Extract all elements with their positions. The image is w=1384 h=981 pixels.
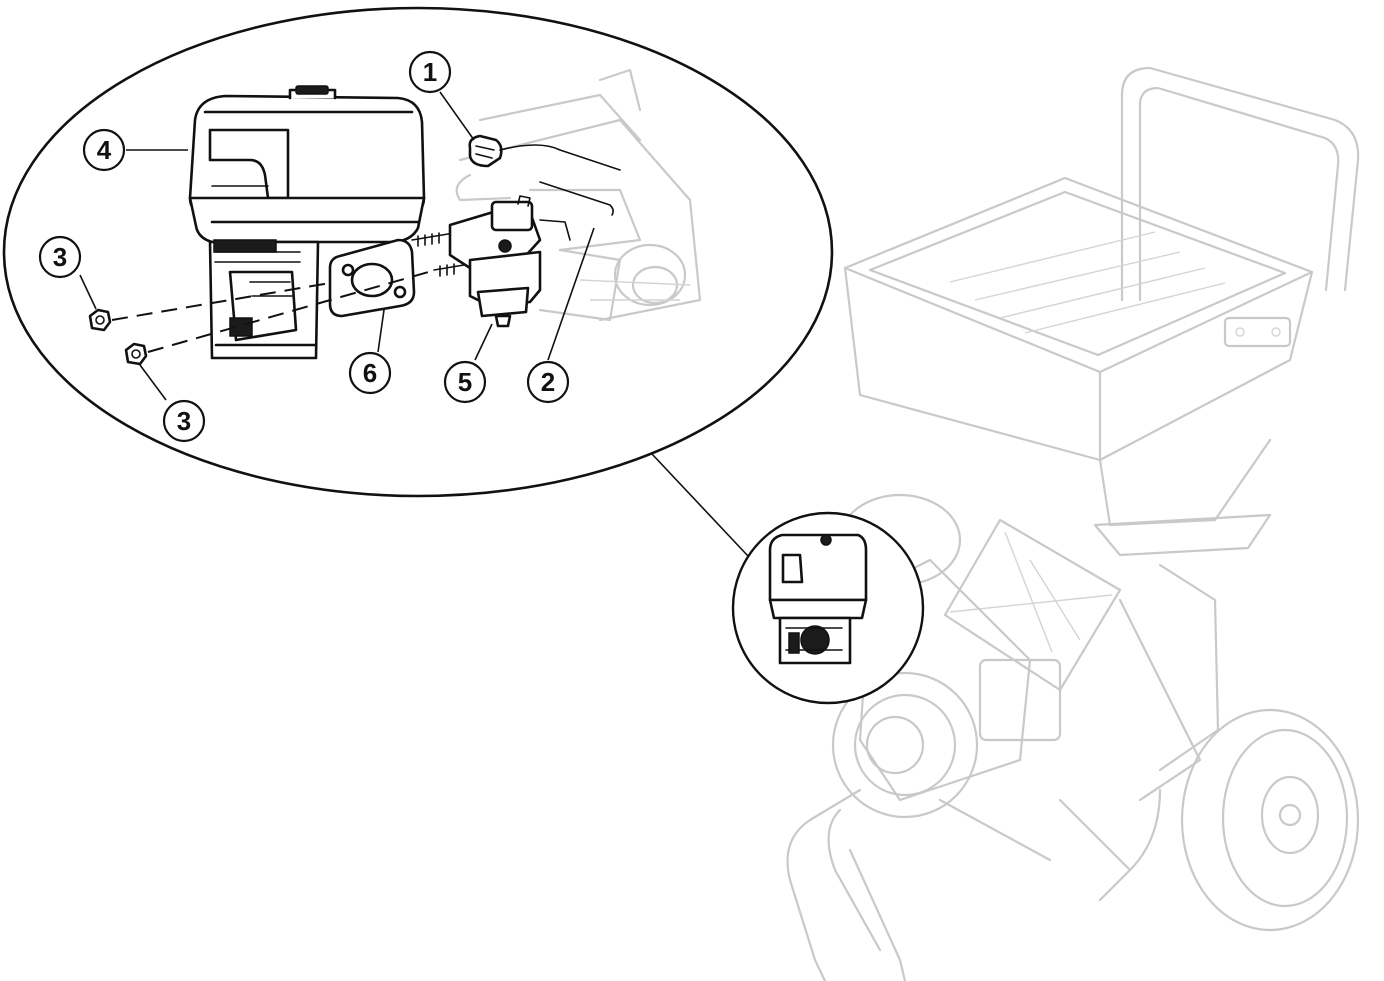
leader-6 <box>377 309 385 353</box>
leader-2 <box>547 227 595 361</box>
svg-text:3: 3 <box>53 242 67 272</box>
fuel-line <box>499 144 621 216</box>
callout-3-lower: 3 <box>162 399 206 443</box>
leader-5 <box>474 323 493 361</box>
callout-5: 5 <box>443 360 487 404</box>
svg-text:4: 4 <box>97 135 112 165</box>
flange-nut-lower <box>124 342 148 366</box>
leader-1 <box>439 91 475 141</box>
flange-nut-upper <box>88 308 112 332</box>
exploded-view-ellipse: 1 2 3 3 4 5 6 <box>2 6 834 498</box>
svg-text:3: 3 <box>177 406 191 436</box>
callout-4: 4 <box>82 128 126 172</box>
engine-ghost-outline <box>455 68 702 322</box>
callout-6: 6 <box>348 351 392 395</box>
svg-text:2: 2 <box>541 367 555 397</box>
assembly-line-upper <box>111 282 331 321</box>
carburetor <box>448 195 571 328</box>
hose-clamp <box>468 134 503 168</box>
air-filter-base <box>208 239 320 360</box>
svg-text:6: 6 <box>363 358 377 388</box>
svg-text:5: 5 <box>458 367 472 397</box>
locator-circle <box>731 511 925 705</box>
callout-1: 1 <box>408 50 452 94</box>
air-filter-cover <box>188 85 426 244</box>
locator-leader-line <box>651 453 749 557</box>
leader-3-upper <box>79 274 97 310</box>
svg-text:1: 1 <box>423 57 437 87</box>
gasket <box>328 238 416 318</box>
leader-3-lower <box>139 364 167 401</box>
callout-3-upper: 3 <box>38 235 82 279</box>
callout-2: 2 <box>526 360 570 404</box>
